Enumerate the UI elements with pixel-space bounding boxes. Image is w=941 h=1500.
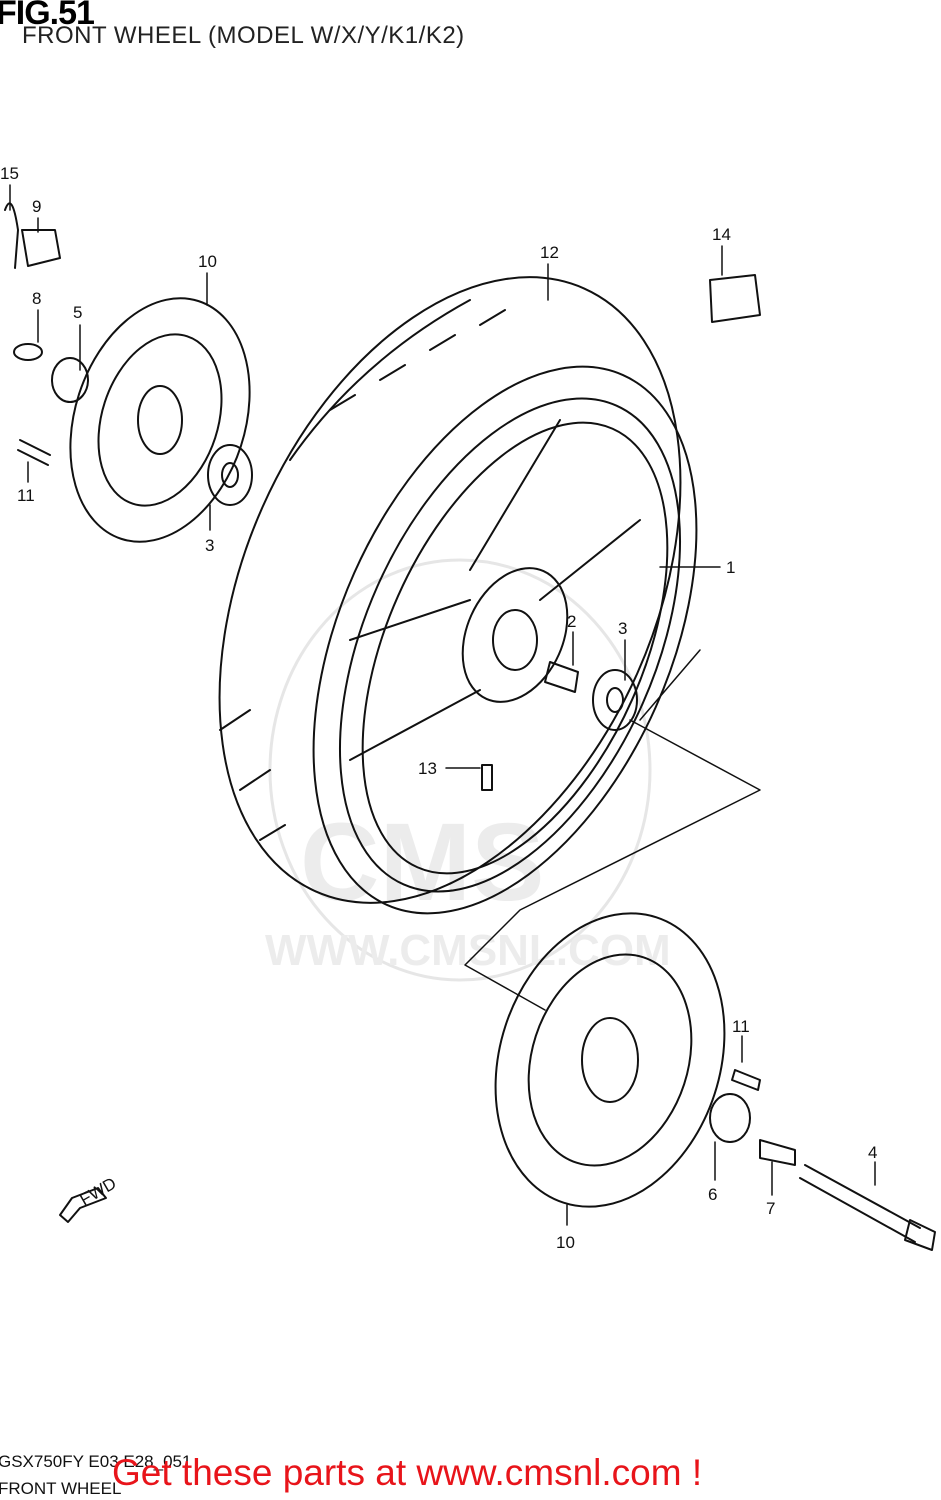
callout-4: 4 [868, 1143, 877, 1162]
callout-11: 11 [732, 1017, 750, 1036]
diagram-code: GSX750FY E03 E28_051 [0, 1452, 192, 1471]
tire [218, 276, 698, 915]
promo-banner[interactable]: Get these parts at www.cmsnl.com ! [112, 1452, 703, 1493]
callout-7: 7 [766, 1199, 775, 1218]
callout-15: 15 [0, 164, 19, 183]
callout-9: 9 [32, 197, 41, 216]
axis-lines [464, 649, 761, 1011]
nut-washer [4, 202, 61, 361]
wheel-rim [338, 397, 682, 893]
callout-2: 2 [567, 612, 576, 631]
bearing [207, 444, 638, 731]
callout-3: 3 [205, 536, 214, 555]
callout-14: 14 [712, 225, 731, 244]
fwd-label: FWD [77, 1174, 120, 1210]
spacer [51, 357, 796, 1166]
axle [799, 1164, 936, 1251]
leader-lines [9, 184, 876, 1226]
callout-11: 11 [17, 486, 35, 505]
figure-title: FRONT WHEEL (MODEL W/X/Y/K1/K2) [22, 22, 465, 49]
watermark: CMS WWW.CMSNL.COM [265, 558, 671, 982]
callout-5: 5 [73, 303, 82, 322]
callout-8: 8 [32, 289, 41, 308]
callout-12: 12 [540, 243, 559, 262]
figure-number: FIG.51 [0, 0, 95, 32]
valve [481, 764, 493, 791]
watermark-logo: CMS [300, 801, 544, 924]
watermark-url: WWW.CMSNL.COM [265, 926, 671, 975]
callout-6: 6 [708, 1185, 717, 1204]
fwd-arrow-icon [59, 1187, 107, 1223]
callout-10: 10 [198, 252, 217, 271]
balance-weight [709, 274, 761, 323]
callout-1: 1 [726, 558, 735, 577]
callout-13: 13 [418, 759, 437, 778]
callout-10: 10 [556, 1233, 575, 1252]
bolt [17, 439, 761, 1091]
diagram-name: FRONT WHEEL [0, 1479, 122, 1498]
brake-disc [69, 297, 726, 1208]
axle-spacer [544, 661, 579, 693]
callout-3: 3 [618, 619, 627, 638]
